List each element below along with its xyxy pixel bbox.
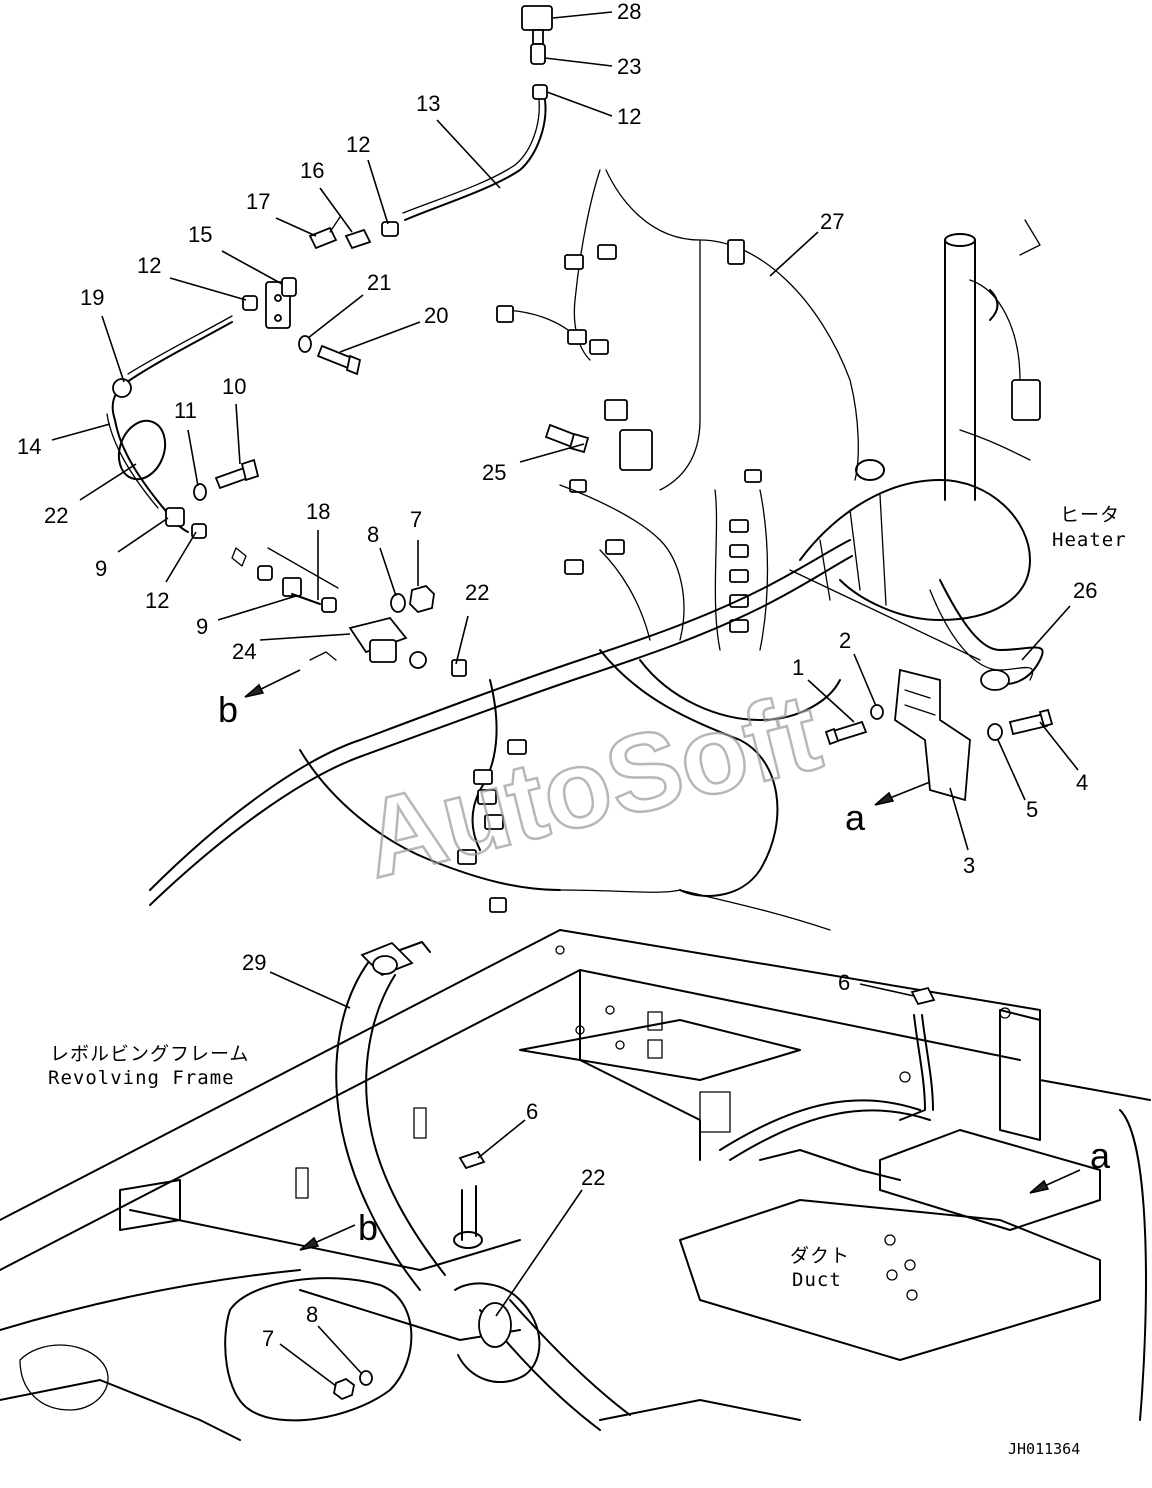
callout-8: 8: [306, 1302, 318, 1327]
callout-15: 15: [188, 222, 212, 247]
callout-7: 7: [262, 1326, 274, 1351]
callout-27: 27: [820, 209, 844, 234]
view-ref-a-upper: a: [845, 797, 866, 838]
callout-14: 14: [17, 434, 41, 459]
callout-labels: 28 23 12 13 12 16 17 15 12 21 20 19 10 1…: [17, 0, 1097, 1351]
callout-22: 22: [581, 1165, 605, 1190]
heater-caption-jp: ヒータ: [1060, 504, 1120, 526]
mounting-plate: [824, 668, 1054, 806]
captions: ヒータ Heater レボルビングフレーム Revolving Frame ダク…: [48, 504, 1127, 1291]
heater-hose-assembly: [106, 5, 553, 698]
callout-22: 22: [465, 580, 489, 605]
callout-12: 12: [346, 132, 370, 157]
callout-3: 3: [963, 853, 975, 878]
callout-18: 18: [306, 499, 330, 524]
view-ref-b-upper: b: [218, 689, 238, 730]
callout-6: 6: [838, 970, 850, 995]
frame-caption-jp: レボルビングフレーム: [50, 1043, 249, 1065]
callout-11: 11: [174, 398, 197, 423]
callout-21: 21: [367, 270, 391, 295]
drawing-id: JH011364: [1008, 1440, 1080, 1458]
watermark: AutoSoft: [351, 670, 831, 902]
duct-caption-en: Duct: [792, 1269, 842, 1291]
callout-19: 19: [80, 285, 104, 310]
callout-4: 4: [1076, 770, 1088, 795]
callout-6: 6: [526, 1099, 538, 1124]
callout-1: 1: [792, 655, 804, 680]
callout-9: 9: [196, 614, 208, 639]
view-ref-a-lower: a: [1090, 1135, 1111, 1176]
callout-12: 12: [145, 588, 169, 613]
callout-8: 8: [367, 522, 379, 547]
callout-12: 12: [617, 104, 641, 129]
callout-7: 7: [410, 507, 422, 532]
callout-2: 2: [839, 628, 851, 653]
callout-5: 5: [1026, 797, 1038, 822]
view-references: b a a b: [218, 689, 1111, 1248]
duct-caption-jp: ダクト: [790, 1245, 850, 1267]
callout-10: 10: [222, 374, 246, 399]
leader-lines: [51, 11, 1079, 1387]
revolving-frame: [0, 929, 1151, 1441]
callout-13: 13: [416, 91, 440, 116]
view-ref-b-lower: b: [358, 1207, 378, 1248]
callout-25: 25: [482, 460, 506, 485]
wiring-harness: [149, 169, 981, 931]
callout-24: 24: [232, 639, 256, 664]
callout-28: 28: [617, 0, 641, 24]
callout-22: 22: [44, 503, 68, 528]
callout-16: 16: [300, 158, 324, 183]
callout-9: 9: [95, 556, 107, 581]
heater-caption-en: Heater: [1052, 529, 1127, 551]
frame-caption-en: Revolving Frame: [48, 1067, 235, 1089]
callout-20: 20: [424, 303, 448, 328]
callout-12: 12: [137, 253, 161, 278]
callout-26: 26: [1073, 578, 1097, 603]
callout-23: 23: [617, 54, 641, 79]
callout-29: 29: [242, 950, 266, 975]
callout-17: 17: [246, 189, 270, 214]
heater-unit: [799, 219, 1044, 691]
